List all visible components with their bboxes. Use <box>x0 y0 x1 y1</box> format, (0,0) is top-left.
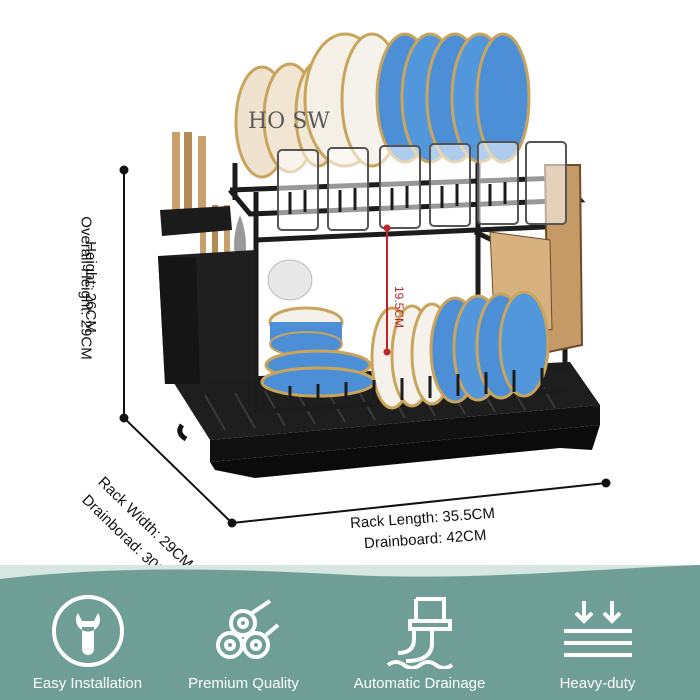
tier-gap-marker <box>383 224 391 356</box>
utensil-holder <box>158 132 255 384</box>
feature-heavy-duty: Heavy-duty <box>510 565 685 700</box>
down-arrows-weight-icon <box>563 601 632 657</box>
cups <box>277 141 567 231</box>
drain-pipe-icon <box>386 597 453 669</box>
tier-gap-label: 19.5CM <box>392 285 407 329</box>
feature-easy-installation: Easy Installation <box>0 565 175 700</box>
top-plates-blue <box>375 32 531 164</box>
product-scene: HO SW <box>77 32 611 589</box>
feature-label-easy-installation: Easy Installation <box>32 675 143 692</box>
feature-label-automatic-drainage: Automatic Drainage <box>353 675 486 692</box>
plate-letters: HO SW <box>248 109 330 134</box>
lower-rack-wires <box>260 368 544 410</box>
cup-hooks <box>288 182 507 214</box>
overall-height-label: Overall Height: 29CM <box>77 216 95 360</box>
bottom-bowls <box>260 259 376 398</box>
feature-premium-quality: Premium Quality <box>156 565 331 700</box>
tube-bundle-icon <box>215 599 279 659</box>
feature-automatic-drainage: Automatic Drainage <box>332 565 507 700</box>
dimension-lines <box>119 165 611 528</box>
wrench-circle-icon <box>51 595 124 667</box>
feature-bar: Easy Installation Premium Quality Automa… <box>0 565 700 700</box>
feature-label-premium-quality: Premium Quality <box>188 675 299 692</box>
dish-rack-illustration: HO SW <box>119 32 611 528</box>
feature-label-heavy-duty: Heavy-duty <box>559 675 636 692</box>
